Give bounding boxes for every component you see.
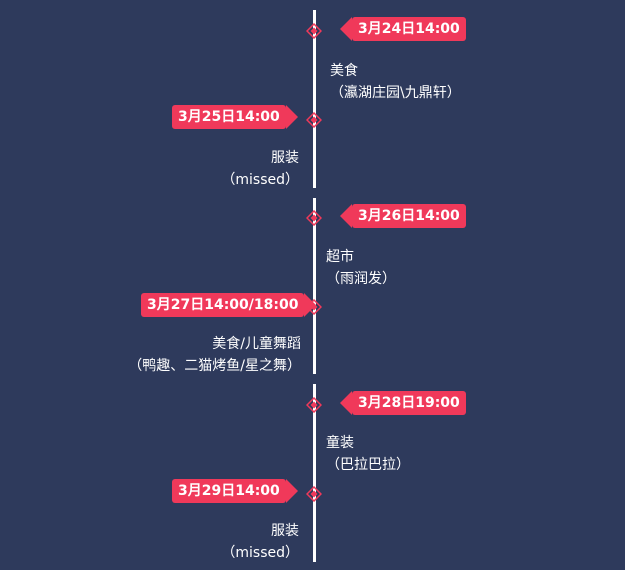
event-description: 服装 （missed）: [221, 520, 299, 564]
event-category: 美食: [330, 63, 358, 79]
event-detail: （瀛湖庄园\九鼎轩）: [330, 85, 461, 101]
event-description: 美食/儿童舞蹈 （鸭趣、二猫烤鱼/星之舞）: [128, 333, 301, 377]
event-description: 服装 （missed）: [221, 147, 299, 191]
event-category: 服装: [271, 523, 299, 539]
event-description: 超市 （雨润发）: [326, 246, 396, 290]
diamond-marker-icon: [306, 23, 322, 39]
event-detail: （missed）: [221, 172, 299, 188]
event-date-tag: 3月28日19:00: [340, 391, 466, 415]
event-detail: （missed）: [221, 545, 299, 561]
timeline-axis-segment-1: [313, 10, 316, 188]
diamond-marker-icon: [306, 210, 322, 226]
timeline-axis-segment-2: [313, 198, 316, 374]
event-date-tag: 3月26日14:00: [340, 204, 466, 228]
event-category: 超市: [326, 249, 354, 265]
event-date-tag: 3月25日14:00: [172, 105, 298, 129]
event-date-tag: 3月27日14:00/18:00: [141, 293, 317, 317]
event-date-tag: 3月24日14:00: [340, 17, 466, 41]
event-category: 童装: [326, 435, 354, 451]
diamond-marker-icon: [306, 397, 322, 413]
event-detail: （雨润发）: [326, 271, 396, 287]
event-detail: （巴拉巴拉）: [326, 457, 410, 473]
diamond-marker-icon: [306, 486, 322, 502]
timeline-axis-segment-3: [313, 384, 316, 562]
event-description: 美食 （瀛湖庄园\九鼎轩）: [330, 60, 461, 104]
event-category: 美食/儿童舞蹈: [212, 336, 301, 352]
event-detail: （鸭趣、二猫烤鱼/星之舞）: [128, 358, 301, 374]
event-category: 服装: [271, 150, 299, 166]
diamond-marker-icon: [306, 112, 322, 128]
event-description: 童装 （巴拉巴拉）: [326, 432, 410, 476]
event-date-tag: 3月29日14:00: [172, 479, 298, 503]
